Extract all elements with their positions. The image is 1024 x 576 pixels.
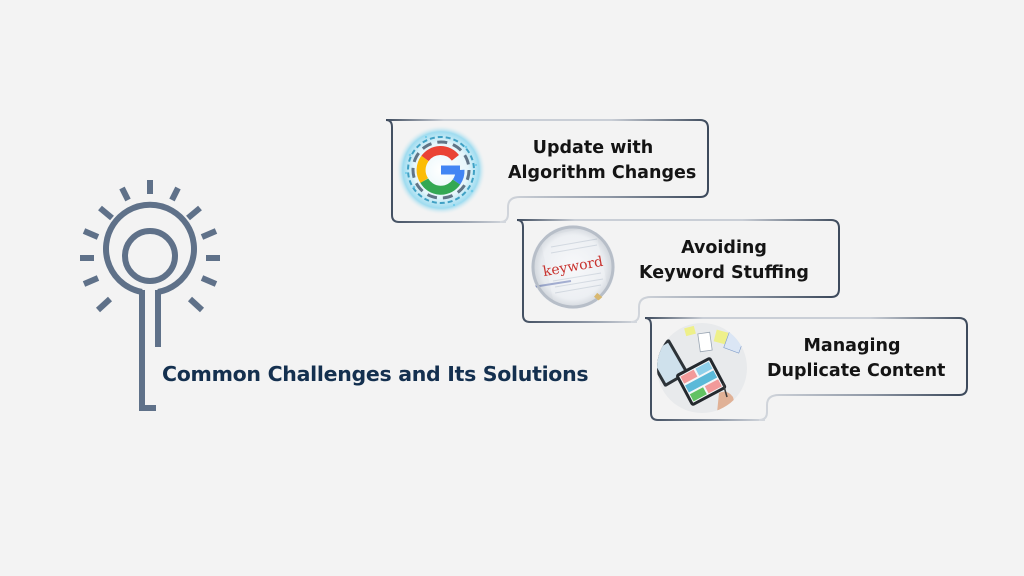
challenge-card-keyword: keyword Avoiding Keyword Stuffing: [515, 217, 845, 325]
card-label-line1: Update with: [532, 138, 654, 158]
magnifier-keyword-image: keyword: [531, 225, 615, 309]
challenge-card-duplicate: Managing Duplicate Content: [643, 315, 973, 423]
card-label-line2: Duplicate Content: [767, 361, 946, 381]
google-logo-image: [396, 125, 486, 215]
card-label: Avoiding Keyword Stuffing: [639, 236, 809, 286]
card-label-line2: Keyword Stuffing: [639, 263, 809, 283]
main-title: Common Challenges and Its Solutions: [162, 362, 589, 386]
challenge-card-algorithm: Update with Algorithm Changes: [384, 117, 714, 225]
card-label-line2: Algorithm Changes: [508, 163, 697, 183]
tablet-wireframes-image: [657, 323, 747, 413]
card-label: Update with Algorithm Changes: [508, 136, 697, 186]
card-label-line1: Managing: [803, 336, 901, 356]
card-label: Managing Duplicate Content: [767, 334, 946, 384]
card-label-line1: Avoiding: [681, 238, 767, 258]
lightbulb-key-icon: [80, 180, 220, 411]
